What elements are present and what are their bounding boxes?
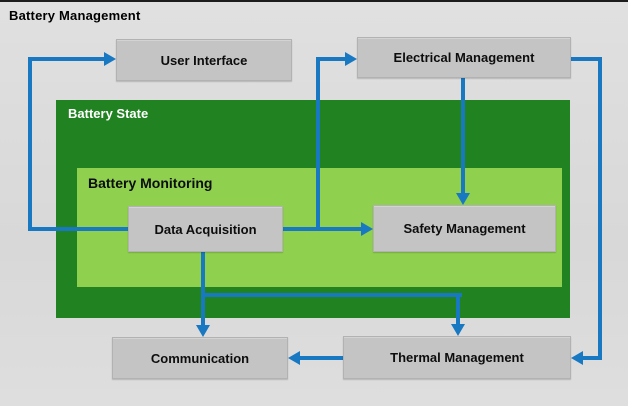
edge-segment — [28, 57, 104, 61]
edge-segment — [316, 57, 320, 231]
edge-segment — [283, 227, 361, 231]
node-safety-management: Safety Management — [373, 205, 556, 252]
arrowhead-down-icon — [456, 193, 470, 205]
node-thermal-management: Thermal Management — [343, 336, 571, 379]
arrowhead-down-icon — [451, 324, 465, 336]
edge-segment — [461, 78, 465, 193]
edge-segment — [201, 293, 462, 297]
node-label: User Interface — [160, 52, 248, 68]
node-label: Thermal Management — [390, 350, 524, 365]
edge-segment — [316, 57, 345, 61]
edge-segment — [583, 356, 600, 360]
edge-segment — [571, 57, 602, 61]
edge-segment — [300, 356, 343, 360]
node-label: Data Acquisition — [154, 221, 257, 237]
battery-state-label: Battery State — [68, 106, 149, 121]
edge-segment — [201, 252, 205, 325]
arrowhead-right-icon — [361, 222, 373, 236]
node-label: Communication — [150, 350, 250, 366]
edge-segment — [598, 57, 602, 360]
page-title: Battery Management — [9, 8, 141, 23]
arrowhead-right-icon — [345, 52, 357, 66]
node-label: Electrical Management — [393, 50, 535, 65]
battery-monitoring-label: Battery Monitoring — [88, 175, 213, 191]
edge-segment — [456, 293, 460, 324]
arrowhead-right-icon — [104, 52, 116, 66]
arrowhead-left-icon — [571, 351, 583, 365]
edge-segment — [28, 57, 32, 231]
arrowhead-left-icon — [288, 351, 300, 365]
node-user-interface: User Interface — [116, 39, 292, 81]
node-communication: Communication — [112, 337, 288, 379]
node-data-acquisition: Data Acquisition — [128, 206, 283, 252]
node-label: Safety Management — [403, 221, 526, 236]
edge-segment — [28, 227, 128, 231]
node-electrical-management: Electrical Management — [357, 37, 571, 78]
arrowhead-down-icon — [196, 325, 210, 337]
